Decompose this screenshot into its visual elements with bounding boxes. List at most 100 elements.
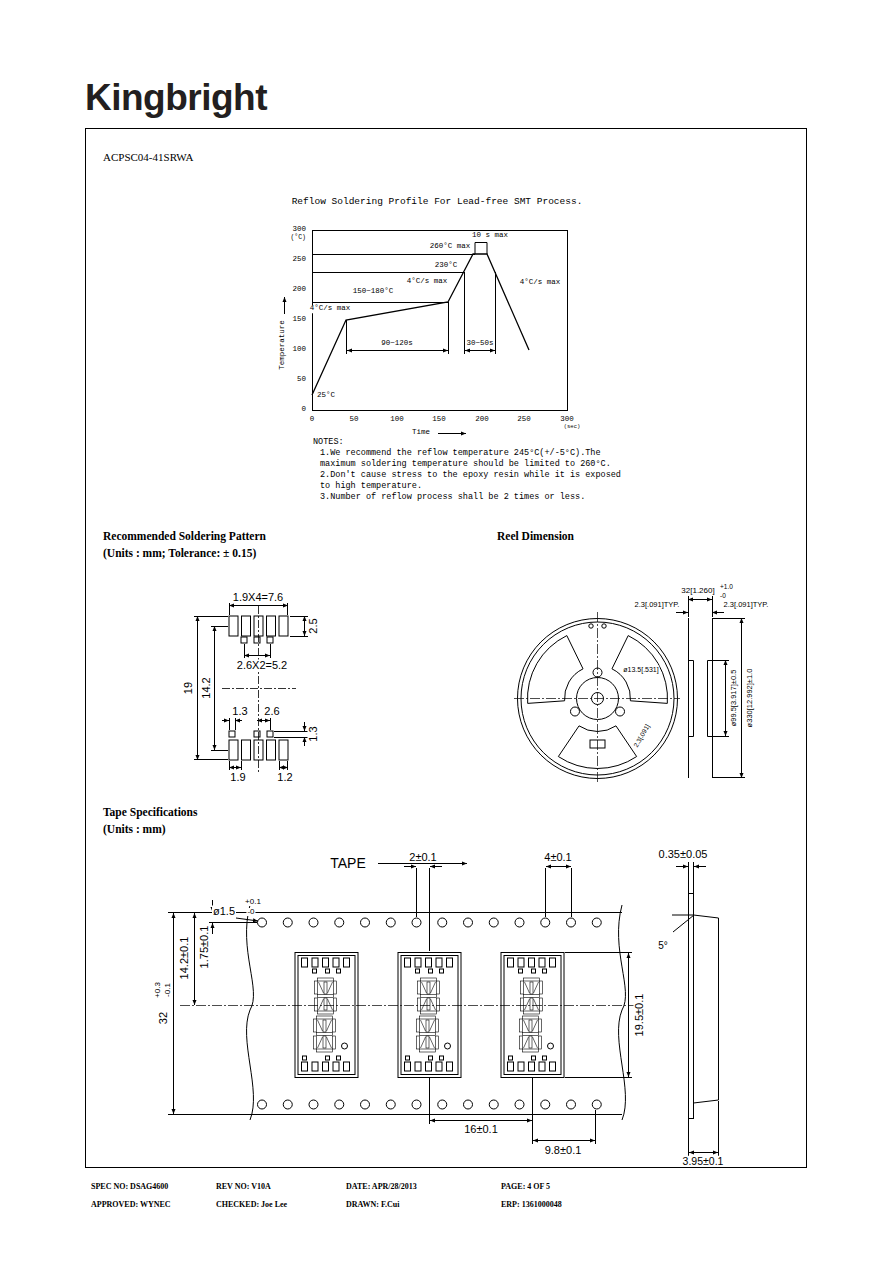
dimension-label: 1.9X4=7.6 xyxy=(232,592,284,603)
reel-drawing-part xyxy=(725,660,726,736)
sprocket-hole xyxy=(361,918,370,927)
profile-annotation: 150~180°C xyxy=(352,288,395,296)
sprocket-hole xyxy=(515,1100,524,1109)
digit-segment xyxy=(421,978,437,981)
axis-tick: 100 xyxy=(291,346,307,354)
solder-pattern-part xyxy=(274,737,308,738)
solder-pattern-part xyxy=(279,740,288,760)
dimension-label: 0.35±0.05 xyxy=(658,849,709,860)
sprocket-hole xyxy=(567,918,576,927)
solder-pattern-part xyxy=(229,761,230,770)
digit-segment xyxy=(324,998,327,1010)
axis-tick: 300 xyxy=(559,416,575,424)
component-pad xyxy=(543,969,547,973)
decimal-point xyxy=(342,1043,348,1049)
digit-segment xyxy=(530,998,533,1010)
dimension-label: 1.2 xyxy=(276,772,293,783)
profile-annotation: 90~120s xyxy=(380,340,414,348)
reflow-chart-part xyxy=(465,350,495,351)
reel-hole xyxy=(570,707,579,716)
digit-segment xyxy=(315,998,318,1011)
tape-drawing-part xyxy=(168,1114,250,1115)
digit-segment xyxy=(540,998,543,1011)
solder-pattern-part xyxy=(270,644,271,658)
tape-drawing-part xyxy=(565,952,632,953)
sprocket-row xyxy=(258,1100,602,1109)
component-pad xyxy=(426,958,432,967)
chart-title: Reflow Soldering Profile For Lead-free S… xyxy=(291,197,584,207)
component-pad xyxy=(313,969,317,973)
pocket-outline xyxy=(398,953,461,1078)
dimension-label: 5° xyxy=(657,941,669,951)
digit-segment xyxy=(421,1020,426,1031)
solder-pattern-part xyxy=(287,761,288,770)
reel-drawing-part xyxy=(712,618,713,778)
component-pad xyxy=(337,969,341,973)
section-heading: Reel Dimension xyxy=(496,531,575,543)
digit-segment xyxy=(418,981,421,994)
component-body xyxy=(401,956,458,1075)
reel-drawing-part xyxy=(741,618,742,778)
solder-pattern-part xyxy=(197,616,198,760)
tape-drawing-part xyxy=(236,918,258,921)
tape-drawing-part xyxy=(378,863,467,864)
dimension-label: ø1.5 xyxy=(212,906,236,917)
component-pad xyxy=(337,1056,341,1060)
component-pad xyxy=(333,1062,339,1071)
component-pad xyxy=(508,1062,514,1071)
solder-pattern-part xyxy=(254,731,260,737)
sprocket-row xyxy=(258,918,602,927)
digit-segment xyxy=(430,1037,435,1048)
footer-field: PAGE: 4 OF 5 xyxy=(500,1183,551,1191)
tape-drawing-part xyxy=(595,1110,596,1144)
solder-pattern-part xyxy=(267,637,273,643)
digit-segment xyxy=(437,981,440,994)
tape-drawing-part xyxy=(532,1078,533,1144)
component-pad xyxy=(302,958,308,967)
digit-segment xyxy=(328,999,333,1010)
digit-segment xyxy=(421,1037,426,1048)
solder-pattern-part xyxy=(304,722,305,731)
digit-segment xyxy=(333,1036,336,1049)
component-pad xyxy=(436,958,442,967)
sprocket-hole xyxy=(515,918,524,927)
digit-segment xyxy=(524,978,540,981)
digit-segment xyxy=(333,1019,336,1032)
tape-drawing-part xyxy=(688,1119,689,1156)
digit-segment xyxy=(317,1016,333,1019)
digit-segment xyxy=(418,998,421,1011)
tape-drawing-part xyxy=(628,953,629,1077)
sprocket-hole xyxy=(335,1100,344,1109)
reel-dot xyxy=(602,624,606,628)
reflow-chart-part xyxy=(312,272,464,273)
solder-pattern-part xyxy=(304,737,305,746)
part-number: ACPSC04-41SRWA xyxy=(102,152,194,163)
component-pad xyxy=(415,958,421,967)
reflow-chart-part xyxy=(284,297,285,314)
component-pad xyxy=(539,958,545,967)
component-pad xyxy=(529,1062,535,1071)
tape-drawing-part xyxy=(429,1078,430,1124)
pocket-outline xyxy=(501,953,564,1078)
component-pad xyxy=(323,958,329,967)
reel-drawing-part xyxy=(514,698,680,699)
reel-drawing-part xyxy=(688,661,694,737)
axis-tick: 300 xyxy=(291,226,307,234)
reflow-chart-part xyxy=(312,254,529,395)
digit-segment xyxy=(422,999,427,1010)
reel-window xyxy=(612,636,668,704)
tape-drawing-part xyxy=(212,923,213,934)
footer-field: ERP: 1361000048 xyxy=(500,1201,563,1209)
dimension-label: -0 xyxy=(719,593,727,600)
reflow-chart-part xyxy=(312,254,475,255)
reel-circle xyxy=(577,678,619,720)
digit-segment xyxy=(318,1037,323,1048)
digit-segment xyxy=(319,982,324,993)
solder-pattern-part xyxy=(222,688,296,689)
reel-drawing-part xyxy=(597,612,598,784)
solder-pattern-part xyxy=(211,626,228,627)
component-pad xyxy=(440,1056,444,1060)
sprocket-hole xyxy=(309,1100,318,1109)
tape-drawing-part xyxy=(546,866,571,867)
